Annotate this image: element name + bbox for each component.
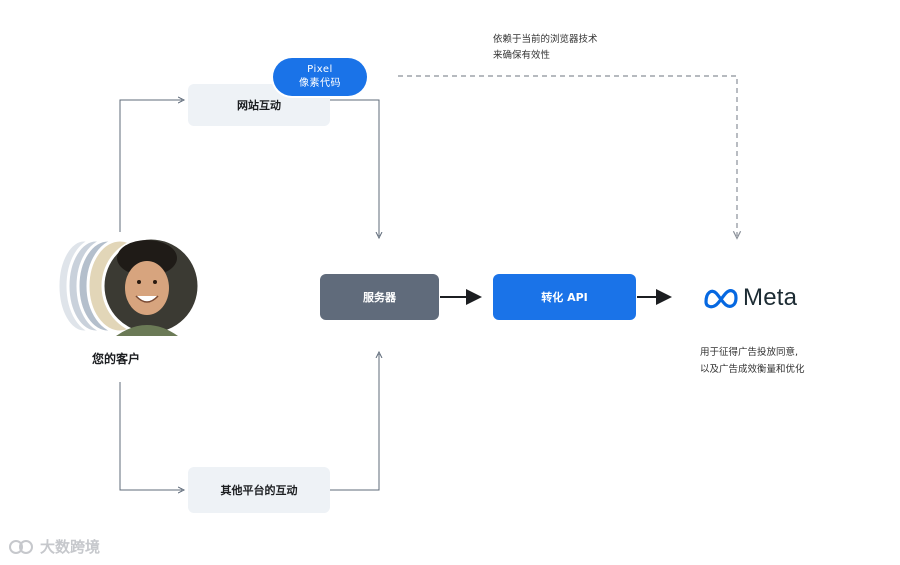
customer-avatar-stack-icon (56, 236, 201, 336)
pixel-badge-line1: Pixel (307, 64, 333, 75)
browser-dependency-note: 依赖于当前的浏览器技术 来确保有效性 (493, 32, 598, 64)
website-interaction-label: 网站互动 (237, 99, 281, 112)
browser-note-line1: 依赖于当前的浏览器技术 (493, 34, 598, 45)
other-platform-interaction-label: 其他平台的互动 (220, 484, 298, 497)
customer-label: 您的客户 (92, 352, 141, 366)
pixel-to-meta-dashed-line (398, 75, 737, 236)
other-to-server-line (330, 354, 379, 491)
customer-to-other-line (119, 382, 182, 490)
customer-to-website-line (119, 100, 182, 232)
website-to-server-line (330, 99, 379, 236)
pixel-badge-line2: 像素代码 (299, 78, 341, 89)
conversions-api-label: 转化 API (541, 291, 588, 304)
pixel-badge: Pixel 像素代码 (273, 58, 367, 96)
meta-infinity-logo-icon (704, 289, 738, 309)
watermark-text: 大数跨境 (40, 538, 101, 556)
watermark-logo-icon (9, 539, 33, 554)
meta-note-line2: 以及广告成效衡量和优化 (700, 364, 805, 375)
conversions-api-box: 转化 API (493, 274, 636, 320)
server-label: 服务器 (363, 291, 396, 304)
meta-logo: Meta (703, 281, 797, 315)
watermark: 大数跨境 (8, 536, 100, 557)
browser-note-line2: 来确保有效性 (493, 50, 551, 61)
server-box: 服务器 (320, 274, 439, 320)
meta-purpose-note: 用于征得广告投放同意, 以及广告成效衡量和优化 (700, 344, 805, 378)
meta-wordmark: Meta (743, 284, 798, 311)
other-platform-interaction-box: 其他平台的互动 (188, 467, 330, 513)
meta-note-line1: 用于征得广告投放同意, (700, 347, 799, 358)
